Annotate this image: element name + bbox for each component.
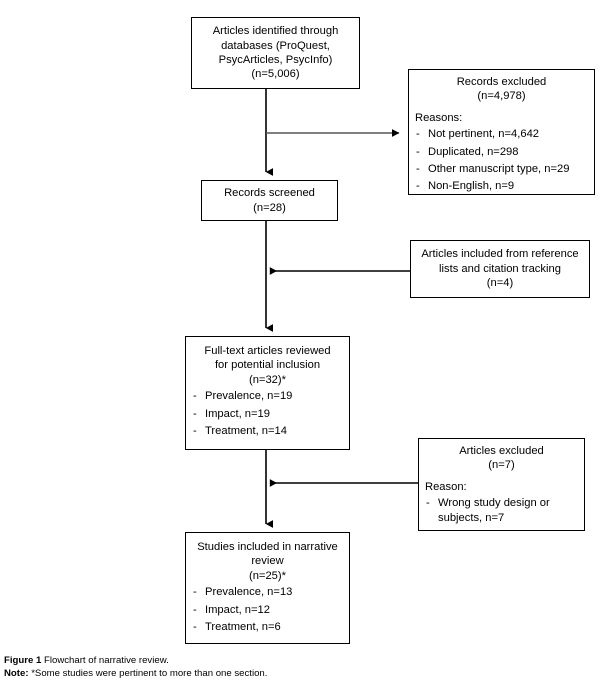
list-item: - Wrong study design or subjects, n=7: [426, 497, 550, 524]
node-records-screened-text: Records screened (n=28): [224, 187, 315, 214]
figure-note-line: Note: *Some studies were pertinent to mo…: [4, 667, 564, 680]
dash-bullet: -: [193, 407, 197, 420]
node-fulltext-reviewed-title: Full-text articles reviewed for potentia…: [204, 345, 331, 386]
dash-bullet: -: [193, 425, 197, 438]
list-item: - Not pertinent, n=4,642: [416, 128, 540, 141]
node-studies-included: Studies included in narrative review (n=…: [185, 532, 350, 644]
dash-bullet: -: [193, 621, 197, 634]
list-item: - Non-English, n=9: [416, 180, 515, 193]
node-articles-excluded-reason-list: - Wrong study design or subjects, n=7: [425, 496, 578, 525]
dash-bullet: -: [193, 603, 197, 616]
node-records-excluded-reasons-label: Reasons:: [415, 111, 463, 124]
node-records-screened: Records screened (n=28): [201, 180, 338, 221]
dash-bullet: -: [416, 163, 420, 176]
dash-bullet: -: [426, 497, 430, 510]
list-item: - Treatment, n=14: [193, 425, 287, 438]
node-articles-excluded-title: Articles excluded (n=7): [459, 445, 544, 472]
list-item: - Impact, n=19: [193, 407, 270, 420]
node-articles-identified-text: Articles identified through databases (P…: [212, 25, 339, 81]
node-records-excluded-title: Records excluded (n=4,978): [456, 76, 547, 103]
node-fulltext-breakdown-list: - Prevalence, n=19 - Impact, n=19 - Trea…: [192, 389, 343, 438]
figure-number: Figure 1: [4, 655, 42, 666]
figure-note-label: Note:: [4, 668, 29, 680]
node-articles-from-references-text: Articles included from reference lists a…: [421, 248, 579, 290]
list-item: - Impact, n=12: [193, 603, 270, 616]
node-records-excluded: Records excluded (n=4,978) Reasons: - No…: [408, 69, 595, 195]
figure-note-text: *Some studies were pertinent to more tha…: [31, 668, 268, 680]
dash-bullet: -: [416, 180, 420, 193]
node-articles-from-references: Articles included from reference lists a…: [410, 240, 590, 298]
figure-caption-line: Figure 1 Flowchart of narrative review.: [4, 654, 564, 667]
list-item: - Prevalence, n=13: [193, 586, 293, 599]
node-studies-included-title: Studies included in narrative review (n=…: [197, 541, 338, 582]
node-articles-identified: Articles identified through databases (P…: [191, 17, 360, 89]
figure-caption: Figure 1 Flowchart of narrative review. …: [4, 654, 564, 680]
list-item: - Duplicated, n=298: [416, 145, 519, 158]
dash-bullet: -: [416, 145, 420, 158]
list-item: - Other manuscript type, n=29: [416, 163, 570, 176]
node-records-excluded-reason-list: - Not pertinent, n=4,642 - Duplicated, n…: [415, 127, 588, 194]
node-studies-breakdown-list: - Prevalence, n=13 - Impact, n=12 - Trea…: [192, 585, 343, 634]
list-item: - Prevalence, n=19: [193, 390, 293, 403]
node-articles-excluded-reason-label: Reason:: [425, 480, 467, 493]
dash-bullet: -: [416, 128, 420, 141]
node-articles-excluded: Articles excluded (n=7) Reason: - Wrong …: [418, 438, 585, 531]
figure-caption-text: Flowchart of narrative review.: [44, 655, 169, 666]
node-fulltext-reviewed: Full-text articles reviewed for potentia…: [185, 336, 350, 450]
dash-bullet: -: [193, 390, 197, 403]
dash-bullet: -: [193, 586, 197, 599]
list-item: - Treatment, n=6: [193, 621, 281, 634]
